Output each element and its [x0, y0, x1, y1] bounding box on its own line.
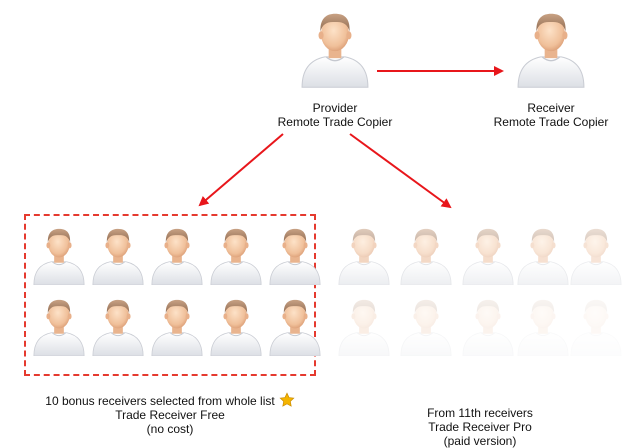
provider-app: Remote Trade Copier [277, 115, 393, 129]
pro-receiver-avatar-icon [335, 225, 393, 285]
provider-role: Provider [312, 101, 358, 115]
free-group-cost: (no cost) [146, 422, 194, 436]
receiver-label: Receiver Remote Trade Copier [478, 101, 624, 129]
receiver-avatar-icon [513, 8, 589, 88]
free-receiver-avatar-icon [89, 296, 147, 356]
pro-receiver-avatar-icon [397, 296, 455, 356]
free-receiver-avatar-icon [148, 225, 206, 285]
pro-receiver-avatar-icon [514, 225, 572, 285]
receiver-role: Receiver [527, 101, 575, 115]
free-receiver-avatar-icon [30, 296, 88, 356]
free-receiver-avatar-icon [266, 296, 324, 356]
pro-receiver-avatar-icon [567, 296, 625, 356]
pro-group-cost: (paid version) [443, 434, 517, 448]
free-receiver-avatar-icon [266, 225, 324, 285]
pro-receiver-avatar-icon [335, 296, 393, 356]
pro-group-product: Trade Receiver Pro [428, 420, 532, 434]
pro-receiver-avatar-icon [397, 225, 455, 285]
pro-receiver-avatar-icon [459, 296, 517, 356]
free-receiver-avatar-icon [207, 225, 265, 285]
pro-receiver-avatar-icon [514, 296, 572, 356]
pro-receiver-avatar-icon [567, 225, 625, 285]
arrow-provider-to-pro-group [349, 133, 452, 209]
free-receiver-avatar-icon [148, 296, 206, 356]
provider-label: Provider Remote Trade Copier [262, 101, 408, 129]
free-receiver-avatar-icon [207, 296, 265, 356]
free-group-title: 10 bonus receivers selected from whole l… [45, 394, 275, 408]
pro-group-title: From 11th receivers [427, 406, 533, 420]
free-receiver-avatar-icon [30, 225, 88, 285]
free-group-caption: 10 bonus receivers selected from whole l… [20, 392, 320, 436]
free-group-product: Trade Receiver Free [115, 408, 225, 422]
star-icon [279, 392, 295, 407]
provider-avatar-icon [297, 8, 373, 88]
free-receivers-box [24, 214, 316, 376]
pro-receiver-avatar-icon [459, 225, 517, 285]
free-receiver-avatar-icon [89, 225, 147, 285]
arrow-provider-to-free-group [198, 133, 284, 207]
receiver-app: Remote Trade Copier [493, 115, 609, 129]
pro-group-caption: From 11th receivers Trade Receiver Pro (… [360, 406, 600, 448]
